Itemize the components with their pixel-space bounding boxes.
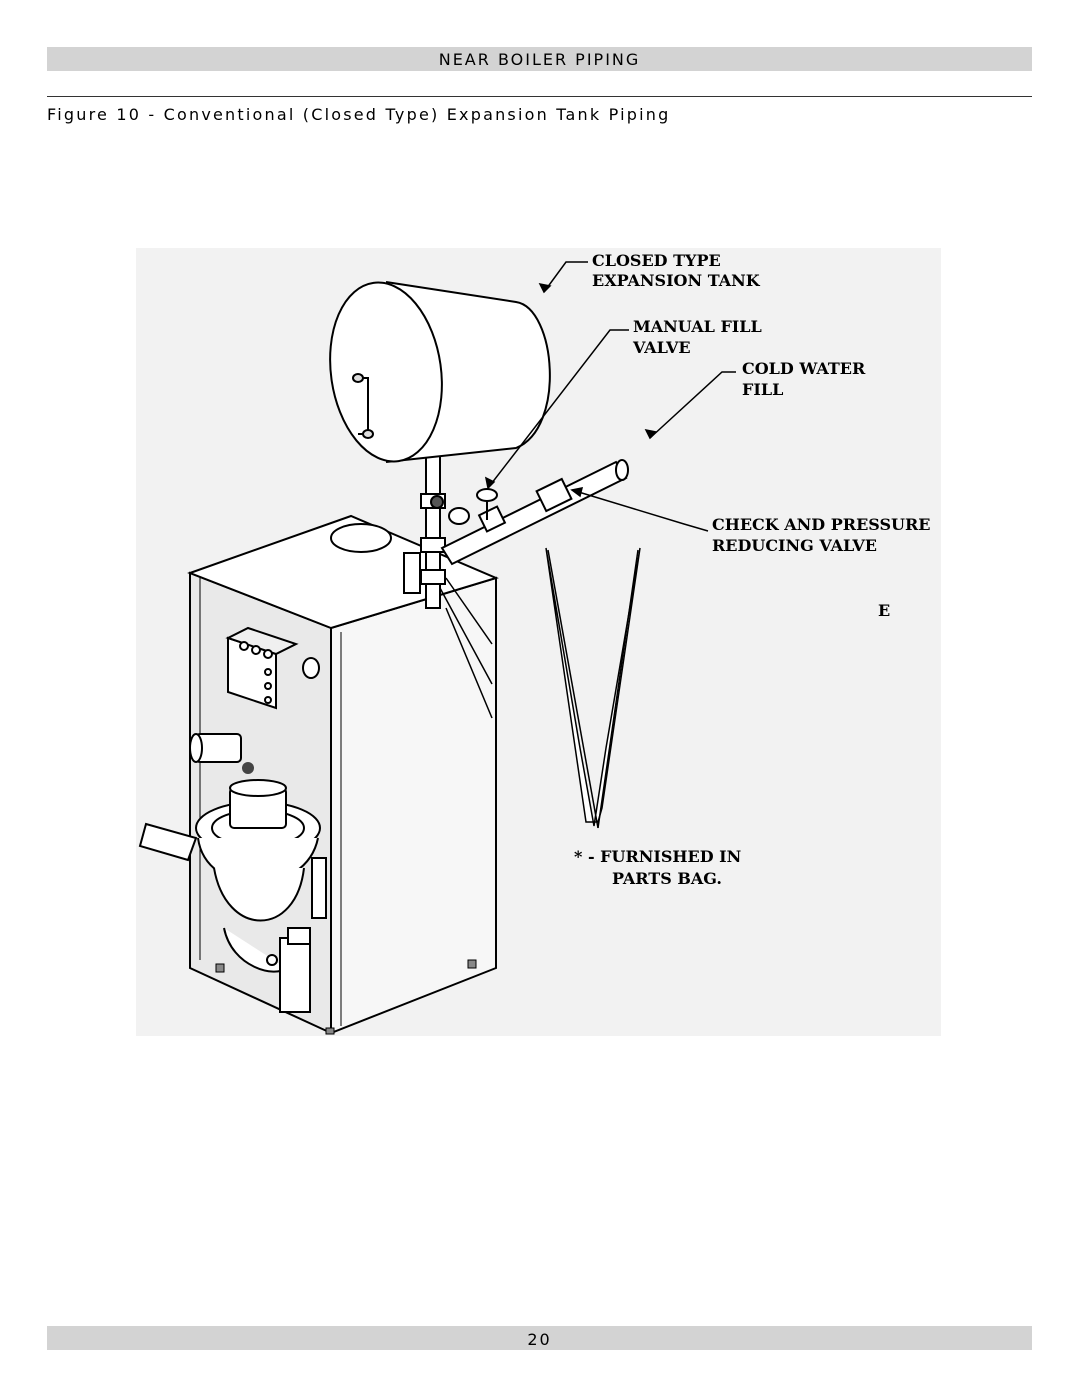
sight-port: [302, 657, 320, 679]
label-cold-water-line1: COLD WATER: [742, 359, 866, 378]
label-fill-valve-line2: VALVE: [632, 338, 691, 357]
boiler-piping-diagram: CLOSED TYPE EXPANSION TANK MANUAL FILL V…: [136, 248, 941, 1036]
figure-caption: Figure 10 - Conventional (Closed Type) E…: [47, 105, 671, 124]
manual-fill-valve: [430, 488, 498, 525]
diagram-drawing: CLOSED TYPE EXPANSION TANK MANUAL FILL V…: [136, 248, 941, 1036]
label-cold-water-line2: FILL: [742, 380, 783, 399]
boiler-cabinet: [187, 514, 499, 1035]
fill-line: [440, 459, 629, 566]
section-title: NEAR BOILER PIPING: [438, 50, 641, 69]
label-check-valve-line2: REDUCING VALVE: [712, 536, 877, 555]
drain-fitting: [242, 762, 254, 774]
section-title-bar: NEAR BOILER PIPING: [47, 47, 1032, 71]
top-opening: [330, 523, 392, 553]
footer-bar: 20: [47, 1326, 1032, 1350]
label-tank-line2: EXPANSION TANK: [592, 271, 761, 290]
supply-stub: [189, 733, 242, 763]
cabinet-feet: [215, 959, 477, 1035]
riser-pipe: [403, 447, 446, 609]
header-divider: [47, 96, 1032, 97]
leader-lines: [439, 261, 736, 829]
junction-box: [225, 626, 299, 710]
label-fill-valve-line1: MANUAL FILL: [633, 317, 762, 336]
page-number: 20: [527, 1330, 552, 1349]
gas-control: [266, 927, 311, 1013]
label-tank-line1: CLOSED TYPE: [592, 251, 721, 270]
label-fragment-e: E: [878, 601, 890, 620]
label-check-valve-line1: CHECK AND PRESSURE: [712, 515, 930, 534]
label-note-line1: * - FURNISHED IN: [574, 847, 741, 866]
label-note-line2: PARTS BAG.: [612, 869, 722, 888]
expansion-tank: [329, 281, 551, 463]
